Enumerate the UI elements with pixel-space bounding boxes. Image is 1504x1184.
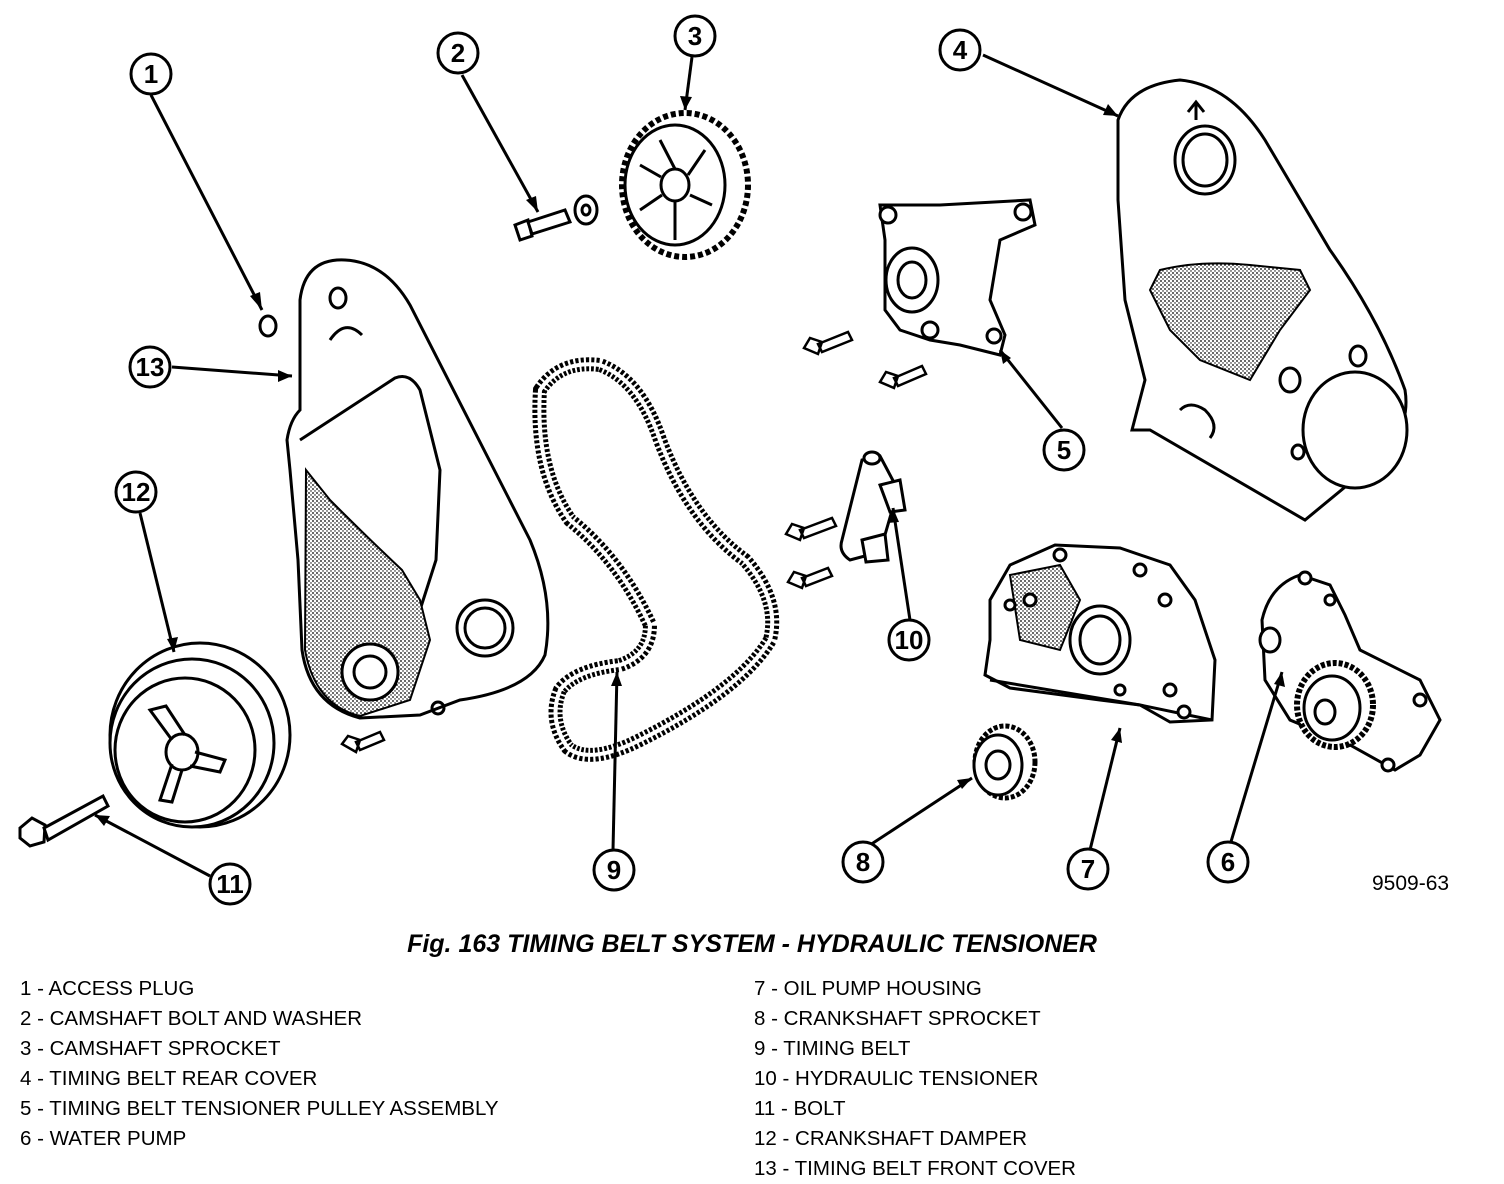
figure-caption: Fig. 163 TIMING BELT SYSTEM - HYDRAULIC … <box>407 930 1097 958</box>
callout-3: 3 <box>688 21 702 51</box>
arrowheads <box>95 96 1285 826</box>
timing-belt-front-cover <box>285 258 550 720</box>
legend-item: 2 - CAMSHAFT BOLT AND WASHER <box>20 1007 363 1030</box>
leader-lines <box>94 53 1284 878</box>
exploded-parts-diagram: 1 2 3 4 5 6 7 8 9 10 11 12 13 <box>18 14 1442 906</box>
hydraulic-tensioner <box>839 450 907 564</box>
tensioner-pulley-assembly <box>878 198 1037 357</box>
legend-right-column: 7 - OIL PUMP HOUSING 8 - CRANKSHAFT SPRO… <box>754 974 1076 1184</box>
callout-5: 5 <box>1057 435 1071 465</box>
figure-code: 9509-63 <box>1372 872 1450 895</box>
legend-item: 5 - TIMING BELT TENSIONER PULLEY ASSEMBL… <box>20 1097 499 1120</box>
callout-1: 1 <box>144 59 158 89</box>
legend-item: 1 - ACCESS PLUG <box>20 977 195 1000</box>
legend-item: 6 - WATER PUMP <box>20 1127 187 1150</box>
callout-13: 13 <box>136 352 165 382</box>
legend-item: 3 - CAMSHAFT SPROCKET <box>20 1037 281 1060</box>
legend-item: 12 - CRANKSHAFT DAMPER <box>754 1127 1028 1150</box>
callout-12: 12 <box>122 477 151 507</box>
callout-4: 4 <box>953 35 968 65</box>
mounting-bolts <box>340 330 928 754</box>
camshaft-bolt-and-washer <box>513 194 599 242</box>
crankshaft-sprocket <box>972 723 1038 801</box>
callout-9: 9 <box>607 855 621 885</box>
callout-11: 11 <box>216 869 244 899</box>
legend-left-column: 1 - ACCESS PLUG 2 - CAMSHAFT BOLT AND WA… <box>20 974 499 1154</box>
callout-10: 10 <box>895 625 924 655</box>
legend-item: 10 - HYDRAULIC TENSIONER <box>754 1067 1039 1090</box>
legend-item: 13 - TIMING BELT FRONT COVER <box>754 1157 1076 1180</box>
callout-2: 2 <box>451 38 465 68</box>
callout-8: 8 <box>856 847 870 877</box>
legend-item: 11 - BOLT <box>754 1097 846 1120</box>
water-pump <box>1258 570 1442 773</box>
legend-item: 7 - OIL PUMP HOUSING <box>754 977 982 1000</box>
callout-circles <box>114 14 1250 906</box>
timing-belt <box>532 357 780 762</box>
camshaft-sprocket <box>619 110 751 260</box>
crankshaft-damper <box>108 641 292 829</box>
oil-pump-housing <box>983 543 1217 724</box>
legend-item: 9 - TIMING BELT <box>754 1037 911 1060</box>
bolt <box>18 793 110 848</box>
callout-7: 7 <box>1081 854 1095 884</box>
legend-item: 4 - TIMING BELT REAR COVER <box>20 1067 318 1090</box>
callout-numbers: 1 2 3 4 5 6 7 8 9 10 11 12 13 <box>122 21 1236 899</box>
timing-belt-rear-cover <box>1116 78 1409 522</box>
access-plug <box>258 314 278 338</box>
legend-item: 8 - CRANKSHAFT SPROCKET <box>754 1007 1041 1030</box>
callout-6: 6 <box>1221 847 1235 877</box>
